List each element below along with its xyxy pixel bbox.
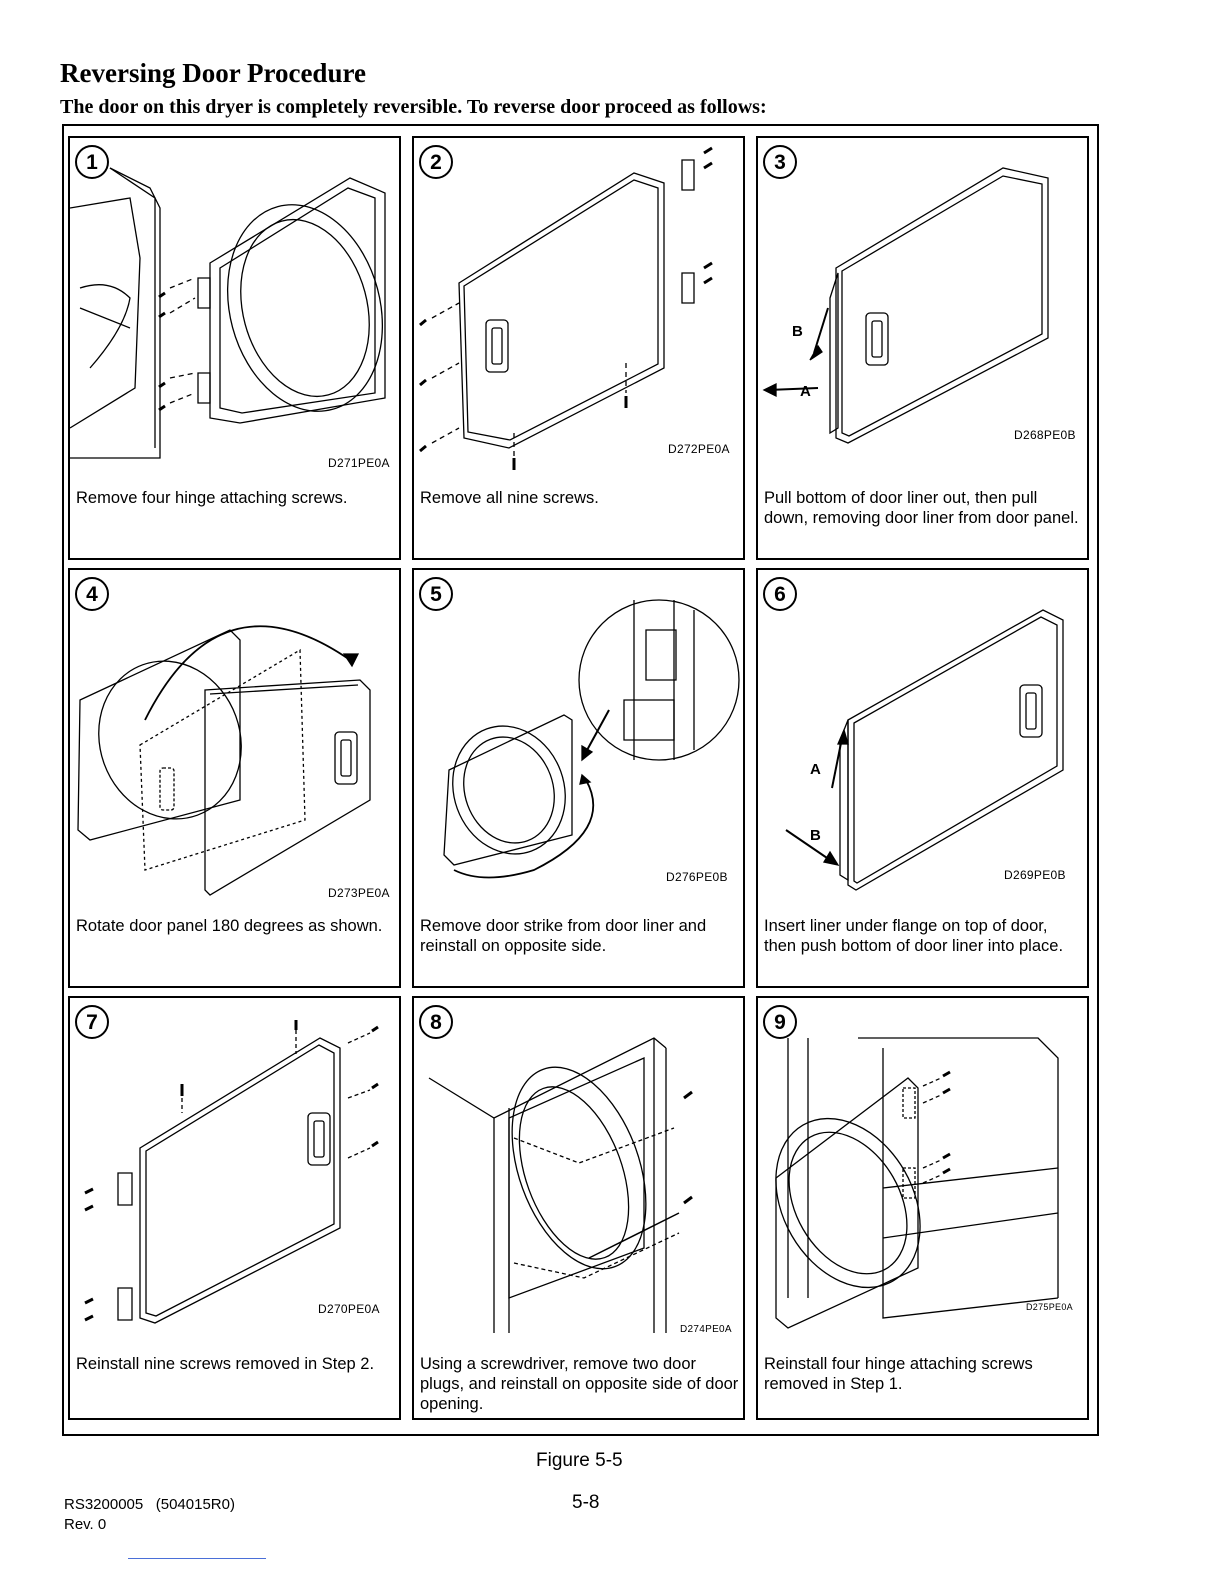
step-7-illustration — [70, 998, 399, 1338]
step-panel-2: 2 D272PE0A Remove all nine screws. — [412, 136, 745, 560]
step-panel-4: 4 D273PE0A Rotate door panel 180 degrees… — [68, 568, 401, 988]
step-panel-6: A B 6 D269PE0B Insert liner under flange… — [756, 568, 1089, 988]
step-number-badge-9: 9 — [763, 1005, 797, 1039]
step-panel-8: 8 D274PE0A Using a screwdriver, remove t… — [412, 996, 745, 1420]
step-3-illustration: B A — [758, 138, 1087, 478]
step-9-illustration — [758, 998, 1087, 1338]
step-panel-3: B A 3 D268PE0B Pull bottom of door liner… — [756, 136, 1089, 560]
bottom-rule — [128, 1558, 266, 1559]
step-caption: Insert liner under flange on top of door… — [764, 917, 1064, 955]
step-number-badge-8: 8 — [419, 1005, 453, 1039]
svg-text:8: 8 — [430, 1011, 442, 1034]
step-1-illustration — [70, 138, 399, 478]
step-caption: Remove all nine screws. — [420, 489, 599, 507]
drawing-code: D269PE0B — [1004, 868, 1066, 882]
footer-revision: Rev. 0 — [64, 1516, 107, 1533]
svg-text:3: 3 — [774, 151, 786, 174]
drawing-code: D268PE0B — [1014, 428, 1076, 442]
svg-text:B: B — [792, 323, 803, 340]
footer-doc-number: RS3200005 (504015R0) — [64, 1496, 235, 1513]
drawing-code: D276PE0B — [666, 870, 728, 884]
step-caption: Reinstall four hinge attaching screws re… — [764, 1355, 1033, 1393]
step-6-illustration: A B — [758, 570, 1087, 905]
step-5-illustration — [414, 599, 740, 905]
step-panel-5: 5 D276PE0B Remove door strike from door … — [412, 568, 745, 988]
figure-frame — [62, 124, 1099, 1436]
drawing-code: D272PE0A — [668, 442, 730, 456]
step-number-badge-2: 2 — [419, 145, 453, 179]
step-8-illustration — [414, 998, 743, 1338]
svg-text:A: A — [800, 383, 811, 400]
step-4-illustration — [70, 570, 399, 905]
step-panel-1: 1 D271PE0A Remove four hinge attaching s… — [68, 136, 401, 560]
svg-text:4: 4 — [86, 583, 98, 606]
svg-text:2: 2 — [430, 151, 442, 174]
step-number-badge-3: 3 — [763, 145, 797, 179]
step-caption: Pull bottom of door liner out, then pull… — [764, 489, 1079, 527]
svg-text:1: 1 — [86, 151, 98, 174]
figure-label: Figure 5-5 — [536, 1450, 623, 1471]
drawing-code: D271PE0A — [328, 456, 390, 470]
svg-text:B: B — [810, 827, 821, 844]
drawing-code: D273PE0A — [328, 886, 390, 900]
page-title: Reversing Door Procedure — [60, 58, 366, 88]
svg-text:6: 6 — [774, 583, 786, 606]
svg-text:7: 7 — [86, 1011, 98, 1034]
footer-doc-info: RS3200005 (504015R0) Rev. 0 — [64, 1495, 235, 1535]
step-caption: Rotate door panel 180 degrees as shown. — [76, 917, 383, 935]
drawing-code: D275PE0A — [1026, 1302, 1073, 1312]
step-number-badge-4: 4 — [75, 577, 109, 611]
svg-text:A: A — [810, 761, 821, 778]
page-number: 5-8 — [572, 1492, 600, 1513]
step-number-badge-6: 6 — [763, 577, 797, 611]
step-caption: Remove door strike from door liner and r… — [420, 917, 707, 955]
step-2-illustration — [414, 138, 743, 478]
step-number-badge-7: 7 — [75, 1005, 109, 1039]
step-number-badge-5: 5 — [419, 577, 453, 611]
svg-text:9: 9 — [774, 1011, 786, 1034]
step-caption: Remove four hinge attaching screws. — [76, 489, 348, 507]
step-caption: Using a screwdriver, remove two door plu… — [420, 1355, 739, 1413]
step-panel-9: 9 D275PE0A Reinstall four hinge attachin… — [756, 996, 1089, 1420]
page-subtitle: The door on this dryer is completely rev… — [60, 96, 767, 118]
step-number-badge-1: 1 — [75, 145, 109, 179]
svg-text:5: 5 — [430, 583, 442, 606]
step-caption: Reinstall nine screws removed in Step 2. — [76, 1355, 375, 1373]
step-panel-7: 7 D270PE0A Reinstall nine screws removed… — [68, 996, 401, 1420]
drawing-code: D270PE0A — [318, 1302, 380, 1316]
drawing-code: D274PE0A — [680, 1324, 732, 1335]
